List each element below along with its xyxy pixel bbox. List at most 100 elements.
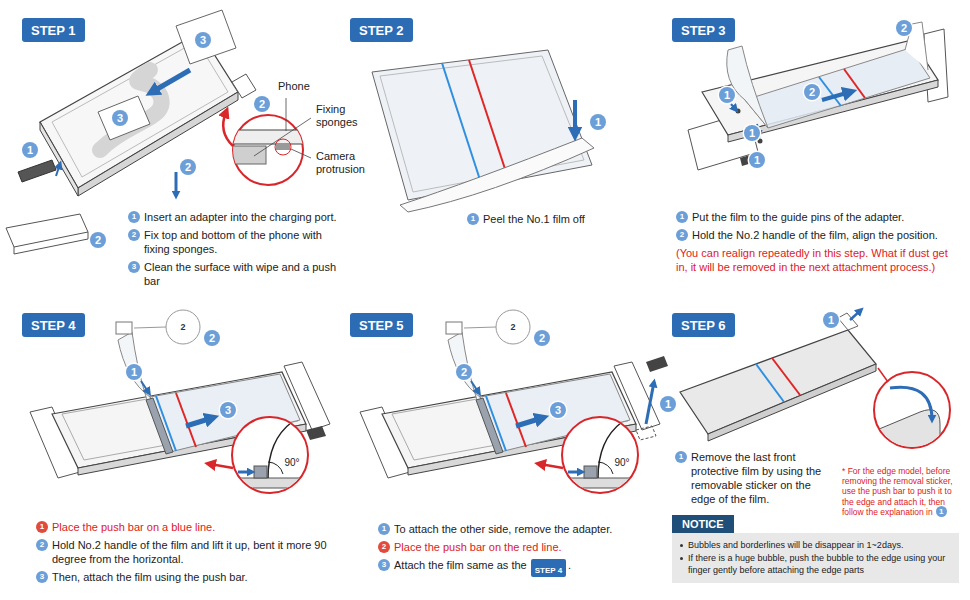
caution-text: Place the push bar on a blue line. xyxy=(52,520,215,534)
callout-number: 3 xyxy=(112,110,128,126)
step-tag: STEP 3 xyxy=(672,18,735,42)
step4-art-part xyxy=(306,426,326,440)
instruction-text: Insert an adapter into the charging port… xyxy=(144,210,337,224)
step2-art-part xyxy=(380,56,584,192)
step5-art-part xyxy=(360,310,660,493)
step1-art-part xyxy=(6,214,88,247)
callout-number: 2 xyxy=(896,20,912,36)
angle-label: 90° xyxy=(282,457,301,468)
step1-art-part xyxy=(254,118,311,156)
callout-number: 1 xyxy=(126,364,142,380)
step-item-number: 3 xyxy=(378,559,390,571)
callout-number: 2 xyxy=(180,159,196,175)
step6-art xyxy=(680,310,950,452)
illustration-part xyxy=(230,146,266,164)
step1-art-part xyxy=(52,41,228,177)
illustration-part xyxy=(275,139,291,155)
step1-art-part xyxy=(175,172,178,196)
callout-number: 1 xyxy=(22,142,38,158)
step-item-number: 2 xyxy=(128,229,140,241)
step2-art-part xyxy=(400,138,594,212)
step3-art-part xyxy=(745,48,930,128)
step4-art xyxy=(30,310,330,493)
step3-art-part xyxy=(731,104,736,110)
bullet-dot xyxy=(680,544,683,547)
callout-number: 1 xyxy=(719,87,735,103)
step-tag: STEP 1 xyxy=(22,18,85,42)
step-title: STEP 6 xyxy=(681,318,726,333)
step-item-number: 2 xyxy=(378,541,390,553)
instruction-text: . xyxy=(568,558,571,572)
step3-art-part xyxy=(819,77,841,106)
instruction-text: Remove the last front protective film by… xyxy=(691,450,837,506)
step1-art-part xyxy=(56,164,60,176)
step-item-number: 2 xyxy=(676,229,688,241)
caution-text: (You can realign repeatedly in this step… xyxy=(676,246,962,274)
step6-art-part xyxy=(772,358,800,395)
footnote-number: 1 xyxy=(936,506,947,517)
callout-number: 2 xyxy=(804,84,820,100)
step-item-number: 1 xyxy=(36,521,48,533)
part-label: Fixing sponges xyxy=(316,103,378,129)
callout-number: 3 xyxy=(195,32,211,48)
callout-number: 3 xyxy=(550,402,566,418)
step-title: STEP 5 xyxy=(359,318,404,333)
bullet-dot xyxy=(680,557,683,560)
step5-art-part xyxy=(646,356,668,372)
step5-art-part xyxy=(636,426,656,440)
step3-art xyxy=(688,22,948,170)
step-item-number: 2 xyxy=(36,539,48,551)
step3-art-part xyxy=(702,40,938,135)
callout-number: 1 xyxy=(744,125,760,141)
callout-number: 2 xyxy=(456,364,472,380)
step1-art-part xyxy=(291,149,311,158)
step1-art-part xyxy=(232,74,256,98)
step-tag: STEP 5 xyxy=(350,313,413,337)
callout-number: 1 xyxy=(590,114,606,130)
handle-number: 2 xyxy=(508,322,517,332)
step-item-number: 1 xyxy=(675,451,687,463)
step5-art xyxy=(360,310,668,493)
notice-text: Bubbles and borderlines will be disappea… xyxy=(688,539,903,551)
step-title: STEP 2 xyxy=(359,23,404,38)
illustration-part xyxy=(890,387,932,420)
step1-art-part xyxy=(98,96,150,140)
step-tag: STEP 6 xyxy=(672,313,735,337)
instruction-text: Fix top and bottom of the phone with fix… xyxy=(144,228,346,256)
step4-art-part xyxy=(30,310,330,493)
notice-box: NOTICEBubbles and borderlines will be di… xyxy=(672,514,959,583)
notice-body: Bubbles and borderlines will be disappea… xyxy=(672,533,959,583)
step3-art-part xyxy=(822,92,850,100)
step3-art-part xyxy=(758,139,763,144)
callout-number: 1 xyxy=(823,312,839,328)
step-item-number: 1 xyxy=(467,213,479,225)
step1-art-part xyxy=(152,70,190,92)
illustration-part xyxy=(276,144,290,150)
instruction-text: To attach the other side, remove the ada… xyxy=(394,522,612,536)
step-item-number: 1 xyxy=(128,211,140,223)
notice-text: If there is a huge bubble, push the bubb… xyxy=(688,552,951,576)
instruction-text: Attach the film same as the xyxy=(394,558,527,572)
step3-art-part xyxy=(727,46,768,128)
step2-art-part xyxy=(469,60,509,181)
illustration-part xyxy=(872,410,940,452)
step-tag: STEP 4 xyxy=(22,313,85,337)
callout-number: 2 xyxy=(254,96,270,112)
part-label: Camera protrusion xyxy=(316,150,388,176)
instruction-text: Hold No.2 handle of the film and lift it… xyxy=(52,538,332,566)
callout-number: 2 xyxy=(90,232,106,248)
instruction-text: Hold the No.2 handle of the film, align … xyxy=(692,228,938,242)
instruction-text: Peel the No.1 film off xyxy=(483,212,585,226)
callout-number: 1 xyxy=(749,152,765,168)
illustration-part xyxy=(230,130,310,144)
step-title: STEP 4 xyxy=(31,318,76,333)
step2-art-part xyxy=(573,100,577,134)
caution-text: Place the push bar on the red line. xyxy=(394,540,562,554)
step1-art-part xyxy=(176,10,236,64)
step1-art-part xyxy=(223,112,233,146)
angle-label: 90° xyxy=(612,457,631,468)
step-title: STEP 1 xyxy=(31,23,76,38)
callout-number: 3 xyxy=(220,402,236,418)
step-tag: STEP 2 xyxy=(350,18,413,42)
